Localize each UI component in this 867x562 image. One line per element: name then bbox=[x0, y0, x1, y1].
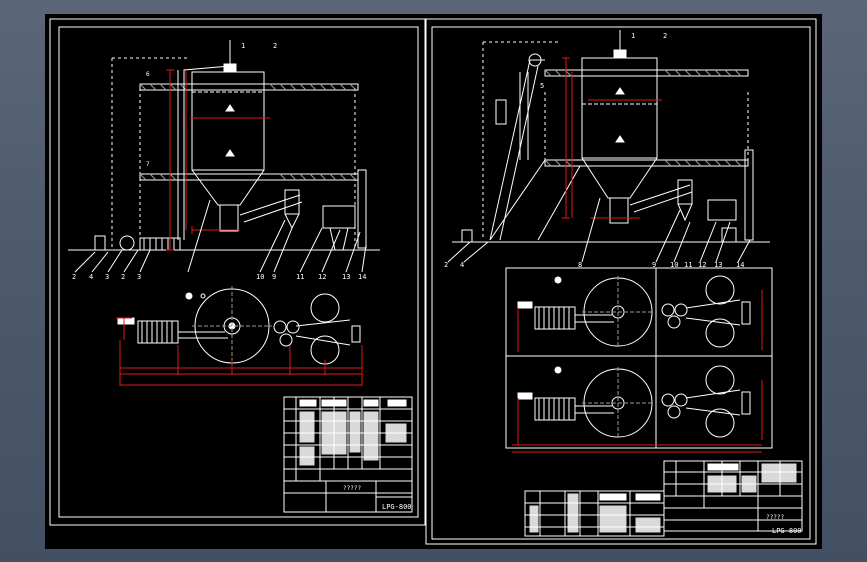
drawing-sheet bbox=[45, 14, 822, 549]
left-callout-b5: 3 bbox=[137, 273, 141, 281]
right-lower-platform bbox=[544, 159, 749, 167]
right-dimension-lines bbox=[562, 57, 662, 219]
right-callout-b8: 12 bbox=[698, 261, 706, 269]
right-drawing-number: LPG-800 bbox=[772, 527, 802, 535]
right-title-block bbox=[524, 460, 803, 537]
right-callout-top-2: 2 bbox=[663, 32, 667, 40]
right-callout-b2: 4 bbox=[460, 261, 464, 269]
right-sheet-outer-border bbox=[425, 18, 817, 545]
left-sheet-outer-border bbox=[49, 18, 426, 526]
right-sheet-inner-border bbox=[431, 26, 811, 540]
right-callout-b6: 10 bbox=[670, 261, 678, 269]
right-title-cell: ????? bbox=[766, 514, 784, 521]
left-plan-dimensions bbox=[116, 317, 363, 386]
right-ground-equipment bbox=[452, 227, 770, 243]
left-hot-air-duct bbox=[177, 65, 231, 240]
left-ground-equipment bbox=[68, 235, 380, 251]
left-leader-lines bbox=[74, 199, 367, 273]
right-support-structure bbox=[489, 53, 581, 241]
left-title-block bbox=[283, 396, 413, 513]
right-cyclones bbox=[629, 149, 754, 241]
left-upper-platform bbox=[139, 83, 359, 91]
right-callout-b5: 9 bbox=[652, 261, 656, 269]
left-cyclones bbox=[239, 169, 367, 251]
right-sheet bbox=[425, 18, 817, 545]
left-title-cell: ????? bbox=[343, 485, 361, 492]
left-callout-b1: 2 bbox=[72, 273, 76, 281]
left-callout-top-1: 1 bbox=[241, 42, 245, 50]
right-drying-tower bbox=[581, 30, 658, 224]
left-sheet-inner-border bbox=[58, 26, 419, 518]
left-callout-b10: 13 bbox=[342, 273, 350, 281]
left-dimension-lines bbox=[166, 69, 270, 251]
right-callout-b1: 2 bbox=[444, 261, 448, 269]
left-label-b: 7 bbox=[146, 161, 150, 168]
left-callout-b2: 4 bbox=[89, 273, 93, 281]
left-callout-b8: 11 bbox=[296, 273, 304, 281]
left-callout-top-2: 2 bbox=[273, 42, 277, 50]
right-callout-b7: 11 bbox=[684, 261, 692, 269]
right-callout-b9: 13 bbox=[714, 261, 722, 269]
left-drawing-number: LPG-800 bbox=[382, 503, 412, 511]
left-callout-b3: 3 bbox=[105, 273, 109, 281]
right-callout-top-1: 1 bbox=[631, 32, 635, 40]
left-sheet bbox=[49, 18, 426, 526]
left-callout-b4: 2 bbox=[121, 273, 125, 281]
left-callout-b7: 9 bbox=[272, 273, 276, 281]
right-callout-b3: 5 bbox=[540, 82, 544, 90]
left-callout-b6: 10 bbox=[256, 273, 264, 281]
right-leader-lines bbox=[447, 197, 751, 263]
left-drying-tower bbox=[191, 40, 265, 232]
right-plan-grid bbox=[505, 267, 773, 449]
right-upper-platform bbox=[544, 69, 749, 77]
left-callout-b9: 12 bbox=[318, 273, 326, 281]
right-plan-dimensions bbox=[512, 290, 763, 453]
left-callout-b11: 14 bbox=[358, 273, 366, 281]
right-callout-b10: 14 bbox=[736, 261, 744, 269]
right-sheet-labels: LPG-800 ????? 1 2 2 4 5 8 9 10 11 12 13 … bbox=[444, 32, 802, 535]
right-callout-b4: 8 bbox=[578, 261, 582, 269]
right-building-outline bbox=[482, 41, 749, 240]
left-label-a: 6 bbox=[146, 71, 150, 78]
left-sheet-labels: LPG-800 ????? 1 2 2 4 3 2 3 10 9 11 12 1… bbox=[72, 42, 412, 511]
